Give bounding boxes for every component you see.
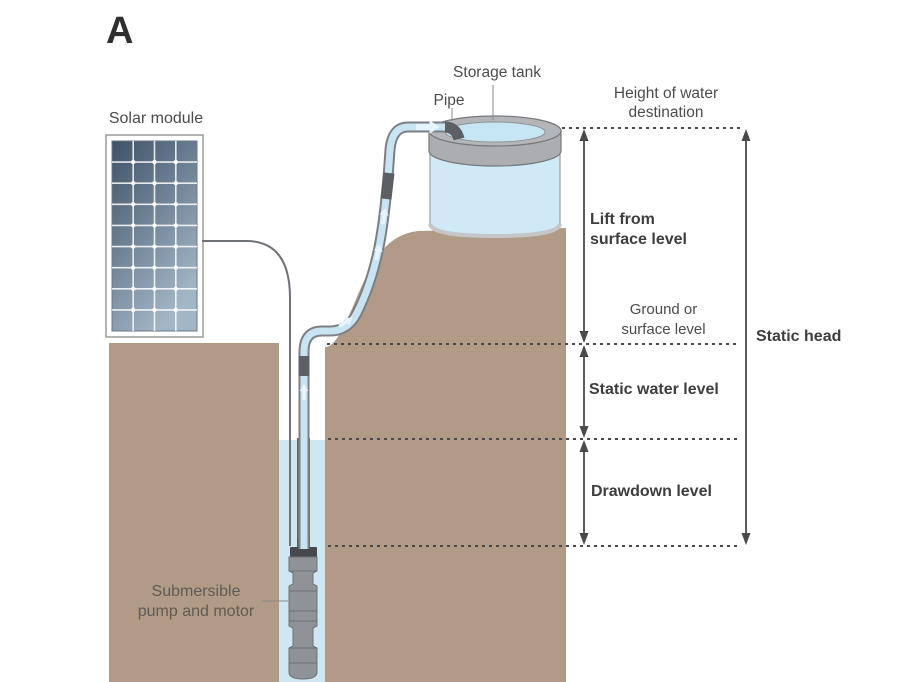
solar-panel-cell-dots — [131, 159, 178, 313]
delivery-pipe — [298, 120, 465, 549]
ground-line2: surface level — [621, 321, 706, 338]
solar-module-label: Solar module — [108, 110, 204, 127]
storage-tank — [428, 115, 562, 239]
submersible-pump-label: Submersible pump and motor — [130, 582, 262, 622]
lift-from-surface-level-label: Lift from surface level — [590, 210, 710, 249]
pump-body — [288, 556, 318, 680]
tank-bottom-edge — [428, 223, 562, 239]
pump-label-line2: pump and motor — [137, 603, 255, 620]
height-dest-line1: Height of water — [613, 85, 719, 102]
height-dest-line2: destination — [628, 104, 704, 121]
height-of-water-destination-label: Height of water destination — [596, 84, 736, 122]
lift-line2: surface level — [590, 230, 687, 248]
ground-line1: Ground or — [629, 301, 698, 318]
static-head-label: Static head — [756, 328, 842, 345]
power-cable — [202, 240, 291, 546]
lift-line1: Lift from — [590, 211, 655, 228]
pipe-label: Pipe — [433, 92, 465, 109]
static-water-level-label: Static water level — [589, 381, 719, 398]
storage-tank-label: Storage tank — [453, 64, 541, 81]
drawdown-level-label: Drawdown level — [591, 483, 712, 500]
soil-right-mound — [325, 228, 566, 682]
pump-segments — [289, 570, 317, 664]
figure-panel-marker: A — [106, 10, 134, 52]
soil-left-block — [109, 343, 279, 682]
submersible-pump — [288, 538, 318, 680]
pump-label-line1: Submersible — [151, 583, 241, 600]
pump-cap — [290, 547, 317, 557]
ground-or-surface-level-label: Ground or surface level — [606, 300, 721, 340]
pipe-couplings — [298, 121, 465, 376]
solar-panel — [105, 134, 204, 338]
measurement-arrowheads — [579, 129, 751, 545]
